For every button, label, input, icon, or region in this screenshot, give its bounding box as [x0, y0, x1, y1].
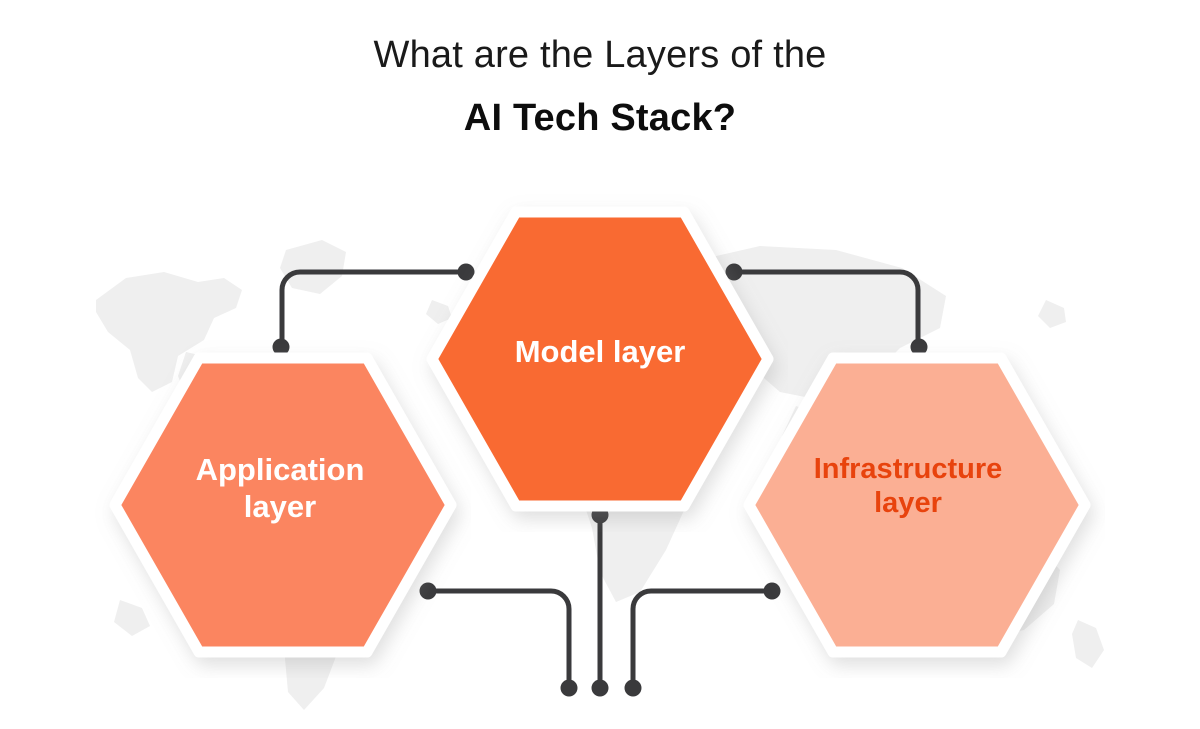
hexagon-model-shape — [426, 206, 774, 512]
hexagon-application-shape — [109, 352, 457, 658]
page-title: What are the Layers of the AI Tech Stack… — [0, 30, 1200, 146]
connector-dot-infrastructure-left — [763, 582, 781, 600]
title-line-1: What are the Layers of the — [373, 34, 827, 76]
title-line-2: AI Tech Stack? — [463, 97, 737, 139]
connector-dot-model-left — [457, 263, 475, 281]
connector-dot-application-top — [272, 338, 290, 356]
connector-application-bottom-stem — [427, 588, 572, 689]
connector-dot-terminal-right — [624, 679, 642, 697]
connector-dot-terminal-left — [560, 679, 578, 697]
hexagon-infrastructure-layer[interactable] — [729, 332, 1105, 678]
connector-dot-terminal-center — [591, 679, 609, 697]
connector-dot-application-right — [419, 582, 437, 600]
hexagon-infrastructure-shape — [743, 352, 1091, 658]
